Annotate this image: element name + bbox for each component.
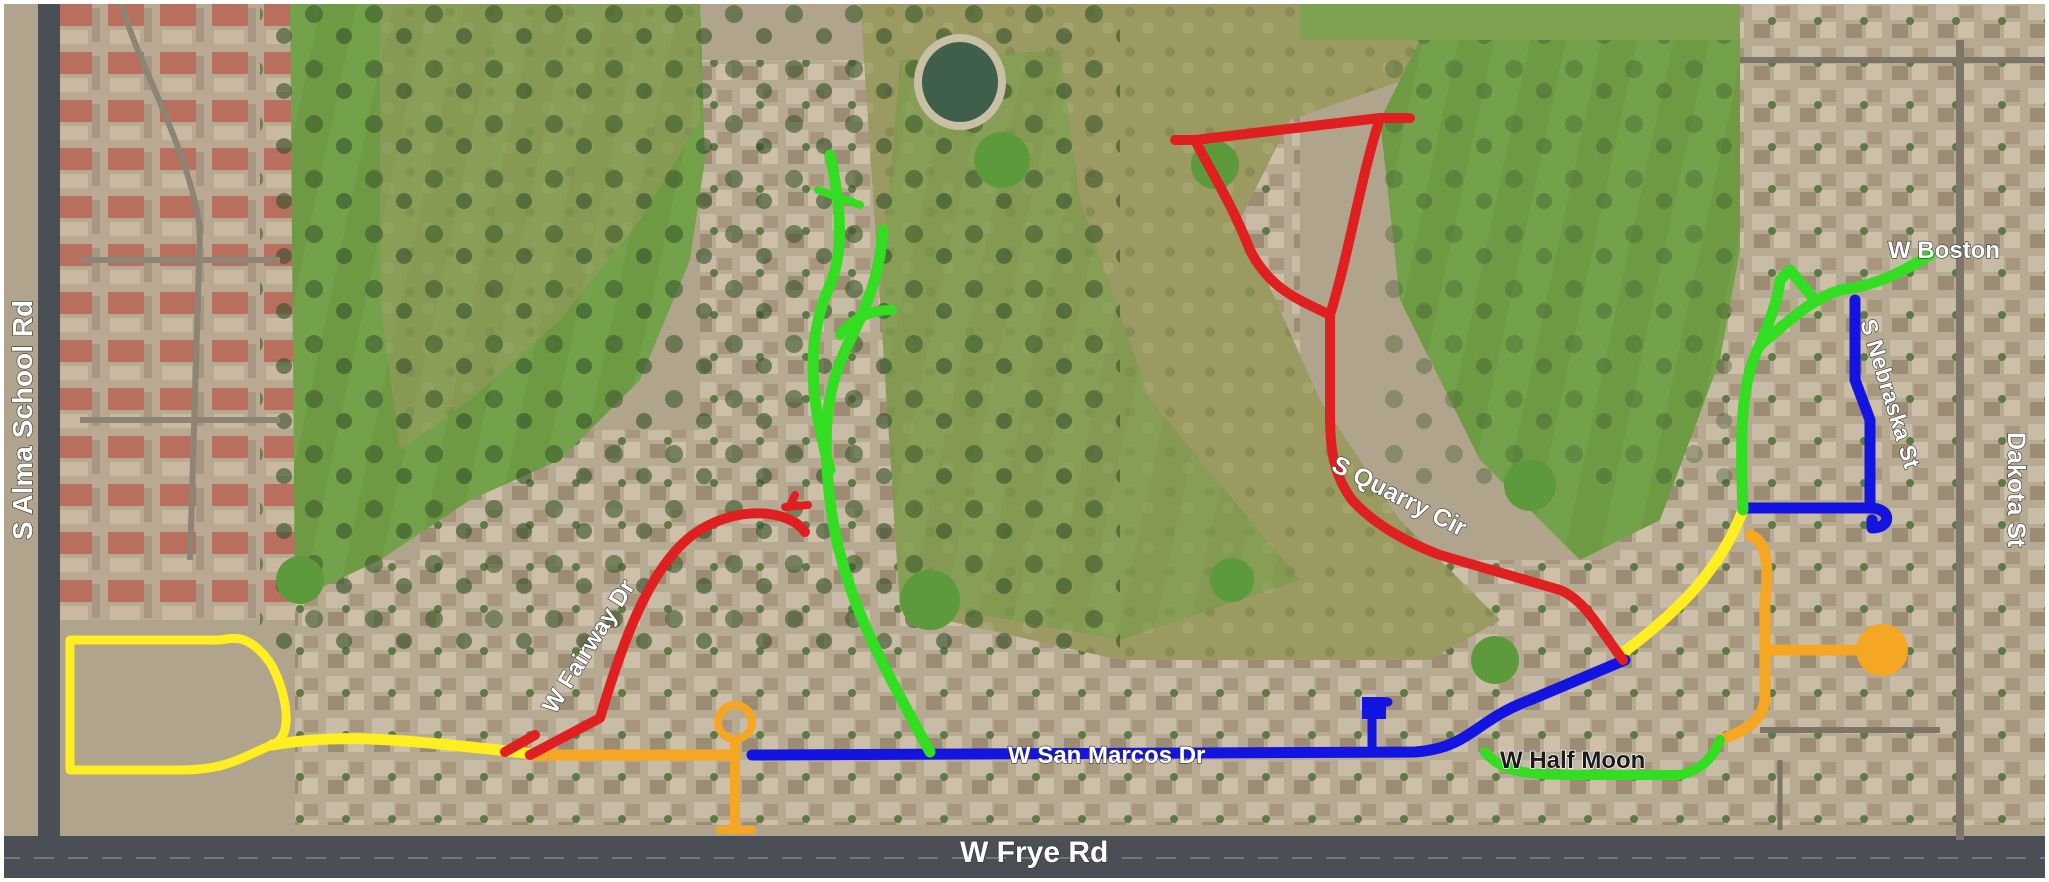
golf-course <box>260 0 1740 660</box>
label-boston: W Boston <box>1888 237 2000 264</box>
route-lines <box>65 113 1936 835</box>
label-alma-school: S Alma School Rd <box>7 300 38 540</box>
green-route-boston-branch <box>1774 264 1821 306</box>
label-half-moon: W Half Moon <box>1500 747 1645 774</box>
red-route-quarry-loop <box>1170 113 1415 320</box>
orange-route-circle <box>714 701 756 743</box>
blue-route-spur-end <box>1362 697 1386 719</box>
orange-route-cul-de-sac-end <box>1856 624 1908 676</box>
blue-route-san-marcos <box>746 654 1631 761</box>
red-route-fairway <box>525 508 810 760</box>
yellow-route-east <box>1614 504 1749 661</box>
red-route-fairway-west <box>500 730 540 757</box>
yellow-route-loop <box>65 633 291 775</box>
green-route-tip <box>814 186 864 209</box>
label-dakota: Dakota St <box>2002 432 2030 548</box>
red-route-fairway-branch <box>781 491 812 511</box>
yellow-route-connector <box>266 733 546 761</box>
green-route-branch <box>835 305 897 340</box>
blue-route-nebraska <box>1739 294 1893 534</box>
label-frye: W Frye Rd <box>960 836 1108 869</box>
label-san-marcos: W San Marcos Dr <box>1008 742 1205 769</box>
golf-greens <box>276 132 1556 684</box>
green-route-boston <box>1736 249 1936 516</box>
green-route-half-moon <box>1480 735 1725 780</box>
pond-water <box>922 42 998 122</box>
red-route-quarry <box>1325 310 1628 665</box>
